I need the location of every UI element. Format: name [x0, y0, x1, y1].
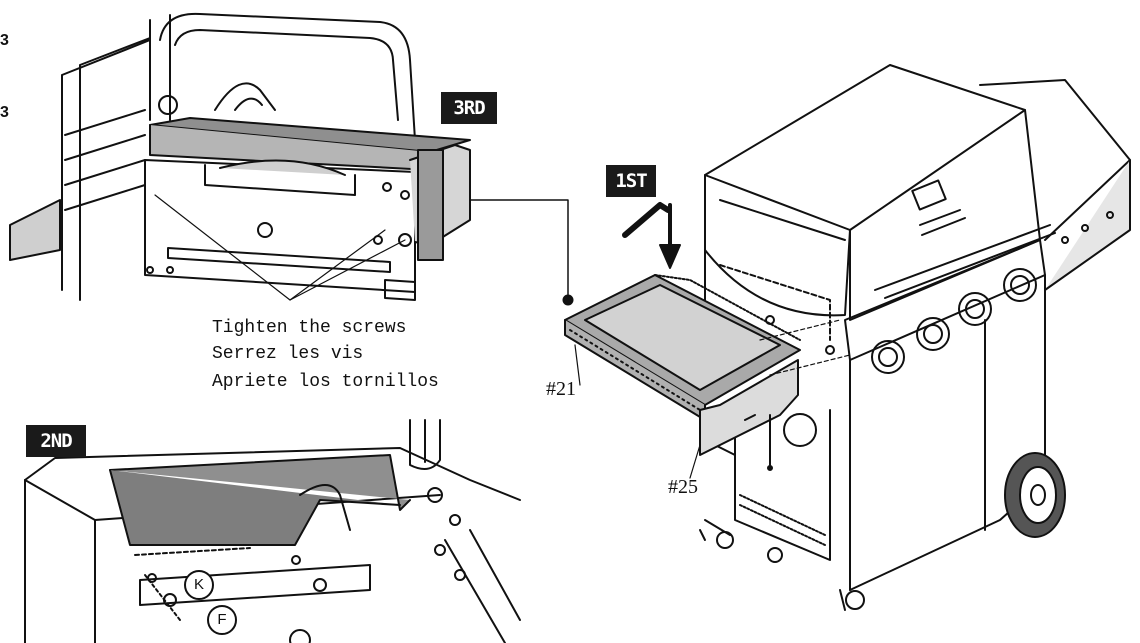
- part-number-shelf: #21: [546, 378, 576, 400]
- hardware-callout-f: F: [207, 605, 237, 635]
- hardware-callout-k: K: [184, 570, 214, 600]
- edge-mark: 3: [0, 104, 9, 121]
- grill-main-view: [564, 64, 1131, 611]
- caption-french: Serrez les vis: [212, 344, 364, 364]
- caption-english: Tighten the screws: [212, 318, 407, 338]
- edge-mark: 3: [0, 32, 9, 49]
- second-step-detail: [24, 419, 521, 643]
- step-label-first: 1ST: [606, 165, 656, 197]
- step-label-second: 2ND: [26, 425, 86, 457]
- step-label-third: 3RD: [441, 92, 497, 124]
- third-step-detail: [9, 12, 574, 306]
- part-number-bracket: #25: [668, 476, 698, 498]
- caption-spanish: Apriete los tornillos: [212, 372, 439, 392]
